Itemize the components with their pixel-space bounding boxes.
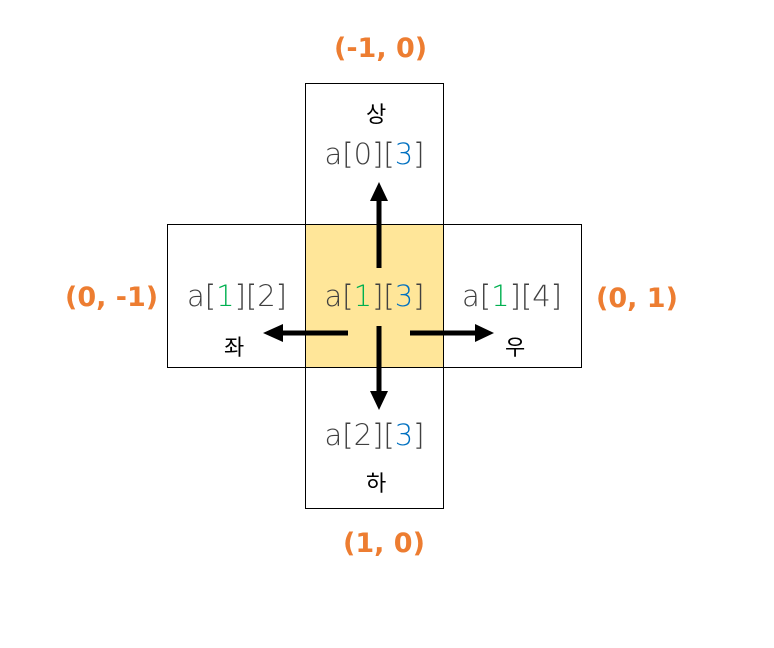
cell-down [305,366,444,509]
arrow-right-head [475,324,494,342]
ref-mid: ][ [372,418,395,452]
array-ref-center: a[1][3] [306,279,443,313]
ref-suffix: ] [275,279,287,313]
ref-suffix: ] [413,137,425,171]
direction-label-down: 하 [366,472,387,497]
ref-prefix: a[ [324,279,354,313]
ref-row-index: 1 [353,279,373,313]
ref-row-index: 2 [353,418,373,452]
array-ref-up: a[0][3] [306,137,443,171]
ref-col-index: 3 [394,418,414,452]
ref-col-index: 2 [257,279,276,313]
direction-label-left: 좌 [224,336,245,361]
ref-mid: ][ [372,279,395,313]
cell-left [167,224,307,368]
cell-center [305,224,444,368]
direction-label-up: 상 [366,103,387,128]
coord-label-down: (1, 0) [343,528,425,559]
array-ref-right: a[1][4] [443,279,581,313]
ref-mid: ][ [372,137,395,171]
ref-suffix: ] [550,279,562,313]
arrow-down-head [370,391,388,410]
ref-suffix: ] [413,418,425,452]
ref-prefix: a[ [187,279,217,313]
ref-suffix: ] [413,279,425,313]
cell-right [442,224,582,368]
array-ref-down: a[2][3] [306,418,443,452]
ref-col-index: 3 [394,279,414,313]
arrow-left-head [263,324,283,342]
coord-label-up: (-1, 0) [334,33,428,64]
ref-prefix: a[ [324,418,354,452]
direction-label-right: 우 [505,336,526,361]
ref-row-index: 1 [491,279,510,313]
ref-mid: ][ [234,279,258,313]
ref-prefix: a[ [324,137,354,171]
ref-col-index: 3 [394,137,414,171]
coord-label-right: (0, 1) [596,283,678,314]
coord-label-left: (0, -1) [65,282,159,313]
arrow-up-head [370,182,388,201]
ref-prefix: a[ [462,279,492,313]
ref-col-index: 4 [532,279,551,313]
array-ref-left: a[1][2] [168,279,306,313]
ref-mid: ][ [509,279,533,313]
cell-up [305,83,444,226]
ref-row-index: 0 [353,137,373,171]
ref-row-index: 1 [216,279,235,313]
